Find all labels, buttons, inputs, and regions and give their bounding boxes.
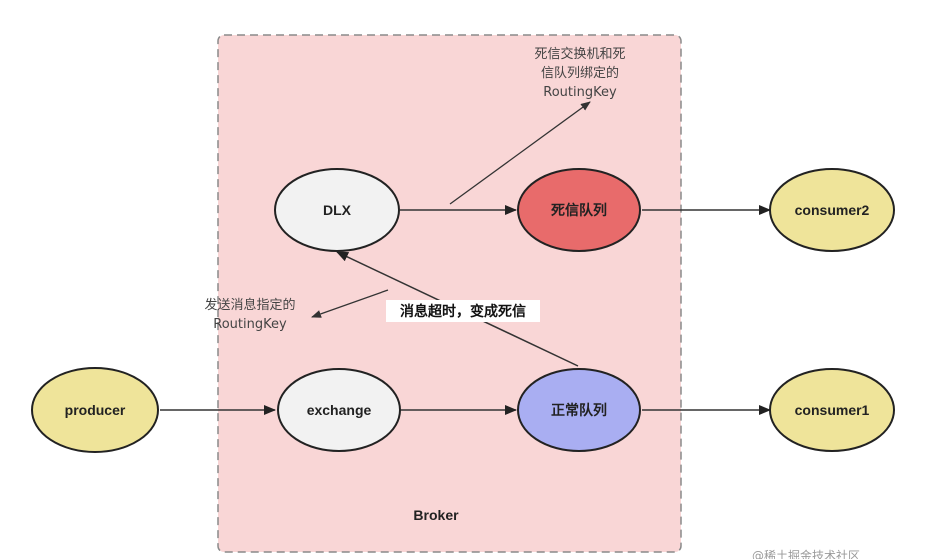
exchange-node: exchange: [277, 368, 401, 452]
watermark: @稀土掘金技术社区: [752, 548, 860, 559]
producer-label: producer: [65, 402, 126, 418]
dlx-routing-key-line-2: 信队列绑定的: [541, 65, 619, 81]
timeout-label: 消息超时，变成死信: [400, 303, 526, 320]
edge-routing-key-pointer-up: [449, 101, 591, 205]
send-routing-key-annotation: 发送消息指定的 RoutingKey: [204, 297, 295, 332]
broker-container: [217, 34, 682, 553]
normal-queue-node: 正常队列: [517, 368, 641, 452]
send-routing-key-line-1: 发送消息指定的: [204, 297, 295, 313]
consumer1-label: consumer1: [795, 402, 870, 418]
dlx-routing-key-annotation: 死信交换机和死 信队列绑定的 RoutingKey: [534, 46, 625, 100]
edge-routing-key-pointer-left: [311, 289, 389, 318]
dlx-label: DLX: [323, 202, 352, 218]
exchange-label: exchange: [307, 402, 372, 418]
producer-node: producer: [31, 367, 159, 453]
dlx-routing-key-line-1: 死信交换机和死: [534, 46, 625, 62]
dlx-node: DLX: [274, 168, 400, 252]
consumer2-label: consumer2: [795, 202, 870, 218]
dead-queue-label: 死信队列: [550, 202, 607, 218]
consumer1-node: consumer1: [769, 368, 895, 452]
send-routing-key-line-2: RoutingKey: [213, 317, 287, 332]
broker-label: Broker: [413, 507, 459, 523]
normal-queue-label: 正常队列: [551, 402, 607, 418]
dlx-routing-key-line-3: RoutingKey: [543, 85, 617, 100]
consumer2-node: consumer2: [769, 168, 895, 252]
timeout-annotation: 消息超时，变成死信: [386, 300, 540, 322]
dead-queue-node: 死信队列: [517, 168, 641, 252]
